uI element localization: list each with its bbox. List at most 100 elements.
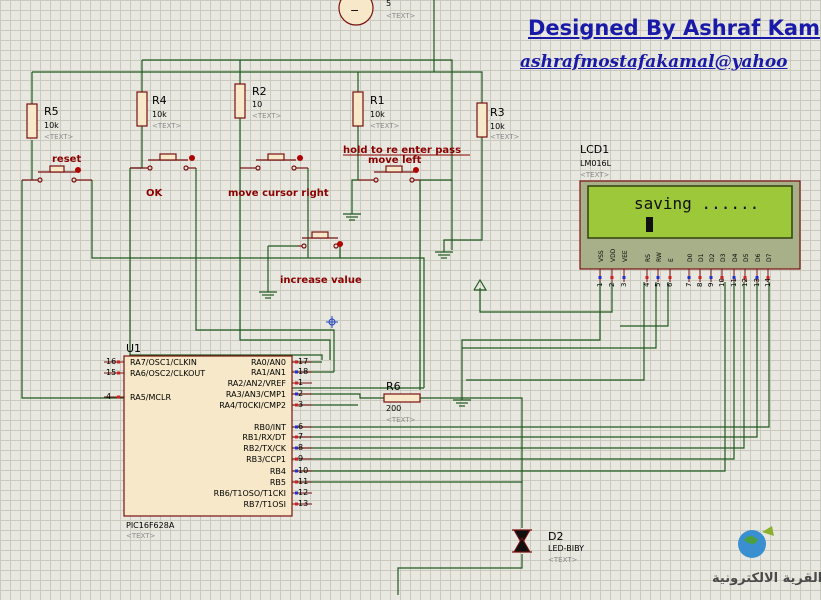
lcd-pin-number: 3	[620, 283, 628, 287]
lcd-pin-marker	[668, 276, 672, 279]
led-ref: D2	[548, 530, 563, 543]
resistor-r1[interactable]: R1 10k <TEXT>	[352, 91, 400, 130]
mcu-pin-name: RB4	[270, 467, 286, 476]
lcd-pin-number: 1	[596, 283, 604, 287]
r6-value: 200	[386, 404, 401, 413]
r6-ref: R6	[386, 380, 401, 393]
lcd-pin-number: 10	[718, 278, 726, 287]
mcu-pin-number: 4	[106, 392, 111, 401]
mcu-pin-name: RA6/OSC2/CLKOUT	[130, 369, 205, 378]
lcd-ref: LCD1	[580, 143, 609, 156]
ok-label: OK	[146, 188, 164, 199]
ground-icon	[435, 250, 453, 259]
mcu-pin-number: 6	[298, 422, 303, 431]
mcu-pin-number: 13	[298, 499, 308, 508]
lcd-line1: saving ......	[634, 194, 759, 213]
r3-tag: <TEXT>	[490, 133, 520, 141]
lcd-pin-name: D3	[720, 253, 727, 262]
r2-value: 10	[252, 100, 262, 109]
lcd-pin-marker	[755, 276, 759, 279]
lcd-part: LM016L	[580, 159, 612, 168]
mcu-pin-name: RA3/AN3/CMP1	[226, 390, 286, 399]
lcd-pin-name: VSS	[598, 250, 605, 262]
lcd-pin-name: D4	[732, 253, 739, 262]
mcu-pin-marker	[295, 403, 298, 407]
lcd-pin-marker	[645, 276, 649, 279]
led-d2[interactable]: D2 LED-BIBY <TEXT>	[512, 529, 584, 564]
power-arrow-icon	[473, 278, 488, 291]
mcu-part: PIC16F628A	[126, 521, 175, 530]
mcu-pin-number: 1	[298, 378, 303, 387]
lcd-pin-number: 6	[666, 282, 674, 287]
mcu-pin-number: 10	[298, 466, 308, 475]
lcd-pin-row: VSS1VDD2VEE3RS4RW5E6D07D18D29D310D411D51…	[596, 248, 773, 287]
mcu-pin-marker	[295, 480, 298, 484]
mcu-pin-number: 15	[106, 368, 116, 377]
r4-tag: <TEXT>	[152, 122, 182, 130]
wires	[21, 0, 770, 595]
resistor-r6[interactable]: R6 200 <TEXT>	[383, 380, 421, 424]
supply-text-tag: <TEXT>	[386, 12, 416, 20]
mcu-pin-name: RB7/T1OSI	[243, 500, 286, 509]
lcd-pin-marker	[766, 276, 770, 279]
r6-tag: <TEXT>	[386, 416, 416, 424]
mcu-ref: U1	[126, 342, 141, 355]
mcu-pin-number: 8	[298, 443, 303, 452]
lcd-pin-number: 11	[730, 278, 738, 287]
mcu-pin-name: RA7/OSC1/CLKIN	[130, 358, 197, 367]
lcd-pin-name: D0	[687, 253, 694, 262]
mcu-pin-number: 2	[298, 389, 303, 398]
r1-tag: <TEXT>	[370, 122, 400, 130]
voltage-source[interactable]: − 5 <TEXT>	[338, 0, 416, 26]
mcu-pin-name: RB0/INT	[254, 423, 286, 432]
ground-symbols	[259, 210, 488, 407]
mcu-pin-marker	[117, 371, 120, 375]
mcu-pin-marker	[295, 446, 298, 450]
mcu-pin-number: 17	[298, 357, 308, 366]
increase-value-button[interactable]: increase value	[280, 231, 362, 286]
led-part: LED-BIBY	[548, 544, 584, 553]
mcu-pin-number: 7	[298, 432, 303, 441]
lcd-pin-marker	[598, 276, 602, 279]
lcd-pin-name: RW	[656, 252, 663, 262]
lcd-module[interactable]: LCD1 LM016L <TEXT> saving ...... VSS1VDD…	[579, 143, 801, 287]
lcd-pin-number: 4	[643, 282, 651, 287]
lcd-pin-name: VEE	[622, 250, 629, 262]
lcd-pin-name: D6	[755, 253, 762, 262]
lcd-pin-marker	[622, 276, 626, 279]
resistor-r4[interactable]: R4 10k <TEXT>	[136, 91, 182, 130]
reset-label: reset	[52, 154, 81, 165]
ok-button[interactable]: OK	[130, 153, 196, 199]
ground-icon	[453, 398, 471, 407]
move-right-button[interactable]: move cursor right	[228, 153, 329, 199]
mcu-pin-marker	[295, 381, 298, 385]
mcu-pin-number: 18	[298, 367, 308, 376]
mcu-pin-number: 12	[298, 488, 308, 497]
ground-icon	[259, 290, 277, 299]
lcd-pin-marker	[698, 276, 702, 279]
mcu-pin-marker	[295, 370, 298, 374]
mcu-pin-name: RB2/TX/CK	[243, 444, 286, 453]
hold-note: hold to re enter pass	[343, 145, 461, 156]
mcu-pin-name: RA4/T0CKI/CMP2	[219, 401, 286, 410]
reset-button[interactable]: reset	[22, 154, 92, 183]
mcu-pin-name: RB1/RX/DT	[242, 433, 286, 442]
resistor-r3[interactable]: R3 10k <TEXT>	[476, 102, 520, 141]
r4-ref: R4	[152, 94, 167, 107]
mcu-pin-marker	[295, 491, 298, 495]
designer-title: Designed By Ashraf Kam	[528, 16, 820, 40]
resistor-r2[interactable]: R2 10 <TEXT>	[234, 83, 282, 120]
lcd-pin-marker	[687, 276, 691, 279]
resistor-r5[interactable]: R5 10k <TEXT>	[26, 103, 74, 141]
lcd-pin-name: D2	[709, 253, 716, 262]
lcd-pin-name: VDD	[610, 248, 617, 262]
mcu-pins: 1 6 RA7/OSC1/CLKIN 15 RA6/OSC2/CLKOUT 4 RA5/MC…	[104, 357, 312, 509]
lcd-pin-marker	[732, 276, 736, 279]
mcu-pin-name: RA5/MCLR	[130, 393, 171, 402]
r5-ref: R5	[44, 105, 59, 118]
lcd-pin-number: 12	[741, 278, 749, 287]
move-left-button[interactable]: move left	[358, 155, 422, 183]
ground-icon	[343, 210, 361, 221]
